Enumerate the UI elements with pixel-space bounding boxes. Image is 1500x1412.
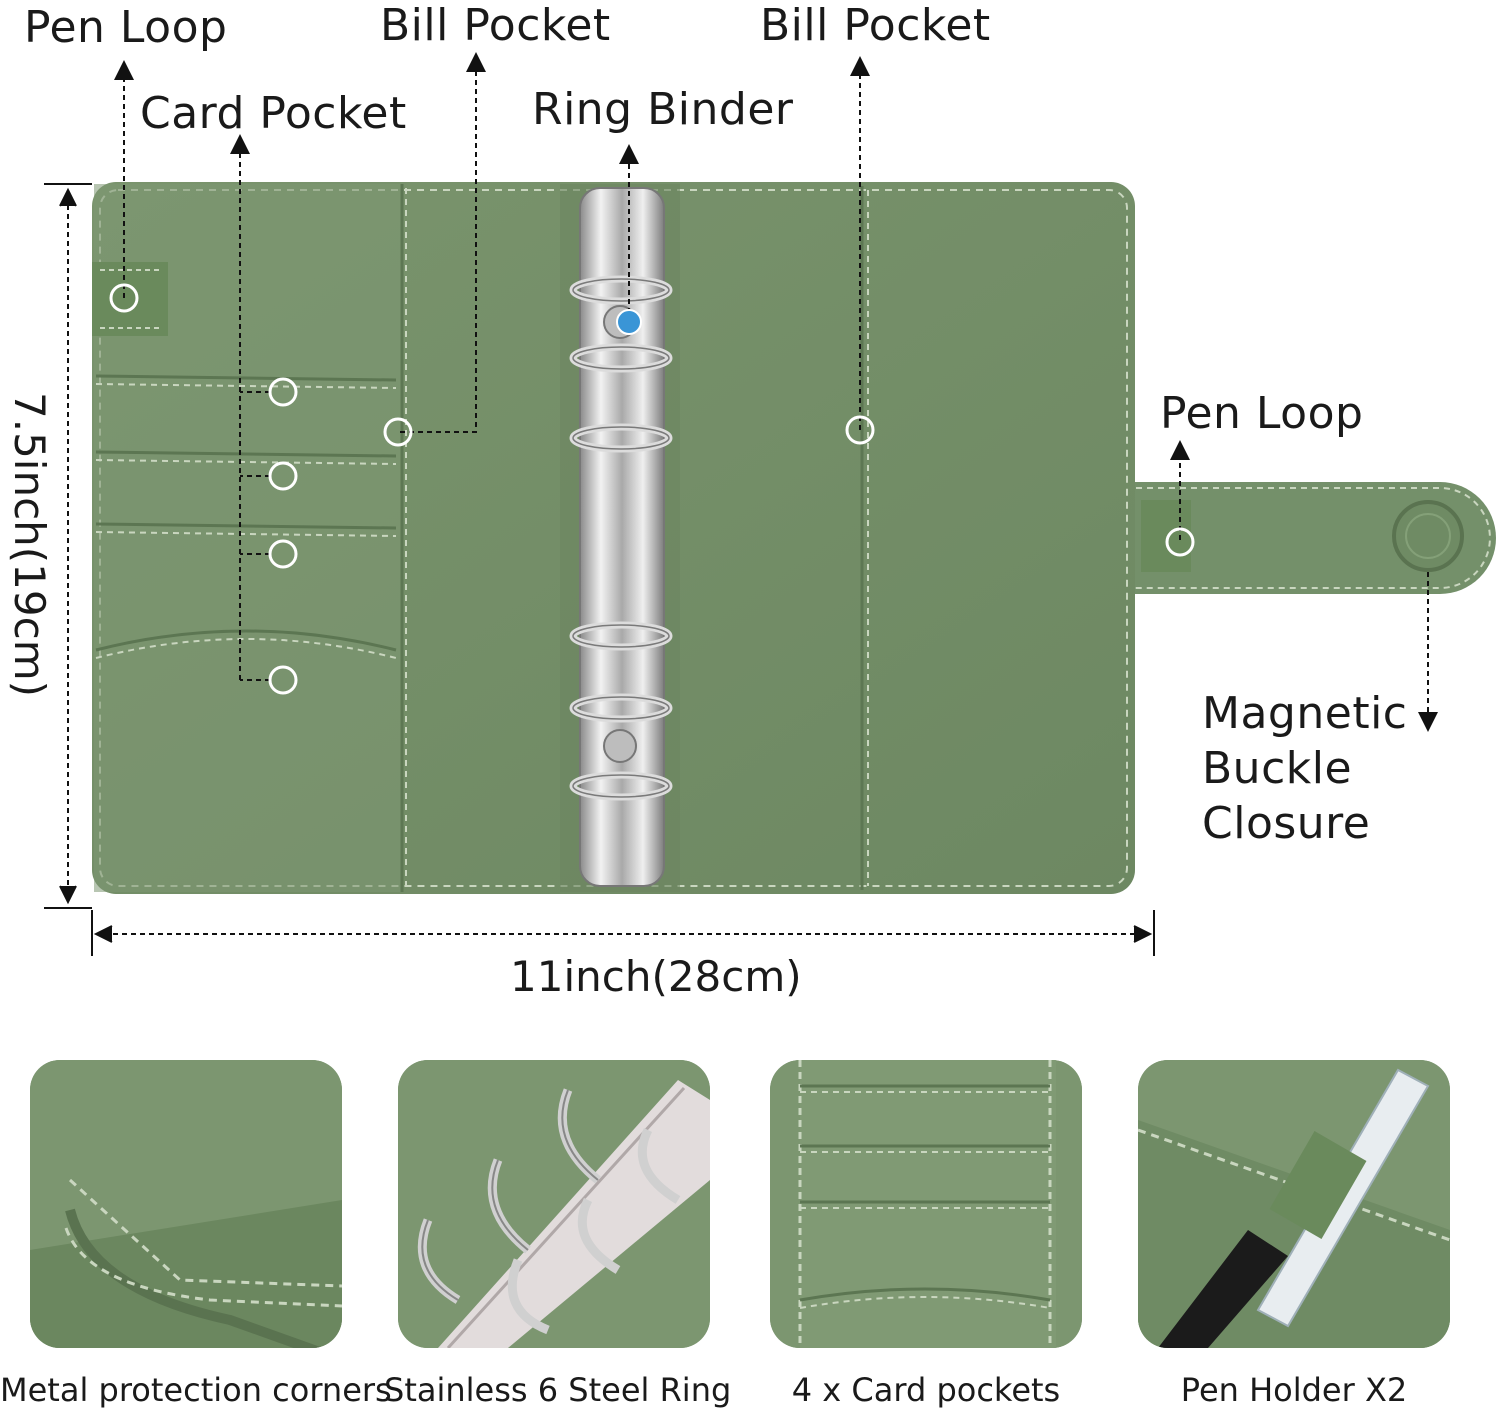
binder-ring-outline-3: [572, 426, 670, 450]
binder-ring-outline-6: [572, 774, 670, 798]
feature-tile-pen-holder: [1138, 1060, 1450, 1348]
feature-tile-card-pockets: [770, 1060, 1082, 1348]
dimension-lines: [44, 183, 1155, 956]
caption-steel-ring: Stainless 6 Steel Ring: [384, 1371, 732, 1409]
label-bill-pocket-left: Bill Pocket: [380, 0, 611, 51]
label-magnetic-line1: Magnetic: [1202, 688, 1408, 739]
caption-metal-corners: Metal protection corners: [0, 1371, 392, 1409]
corner-illustration: [30, 1060, 342, 1348]
binder-ring-outline-1: [572, 278, 670, 302]
label-ring-binder: Ring Binder: [532, 84, 794, 135]
label-magnetic-buckle: Magnetic Buckle Closure: [1202, 686, 1500, 851]
label-card-pocket: Card Pocket: [140, 88, 407, 139]
ring-mechanism: [569, 187, 673, 887]
callout-dots: [109, 283, 1195, 695]
binder-ring-outline-5: [572, 696, 670, 720]
feature-tile-rings: [398, 1060, 710, 1348]
magnetic-clasp-strap: [1120, 482, 1496, 594]
ring-binder-callout-dot: [616, 309, 642, 335]
dimension-width-label: 11inch(28cm): [510, 952, 802, 1001]
label-magnetic-line2: Buckle Closure: [1202, 743, 1371, 849]
dimension-height-label: 7.5inch(19cm): [5, 392, 54, 698]
binder-ring-outline-4: [572, 624, 670, 648]
binder-ring-outline-2: [572, 346, 670, 370]
caption-pen-holder: Pen Holder X2: [1180, 1371, 1408, 1409]
card-pockets-illustration: [770, 1060, 1082, 1348]
feature-tile-corners: [30, 1060, 342, 1348]
caption-card-pockets: 4 x Card pockets: [791, 1371, 1061, 1409]
label-pen-loop-right: Pen Loop: [1160, 388, 1364, 439]
callout-lines: [114, 52, 1438, 732]
rings-illustration: [398, 1060, 710, 1348]
label-pen-loop-left: Pen Loop: [24, 2, 228, 53]
pen-holder-illustration: [1138, 1060, 1450, 1348]
label-bill-pocket-right: Bill Pocket: [760, 0, 991, 51]
